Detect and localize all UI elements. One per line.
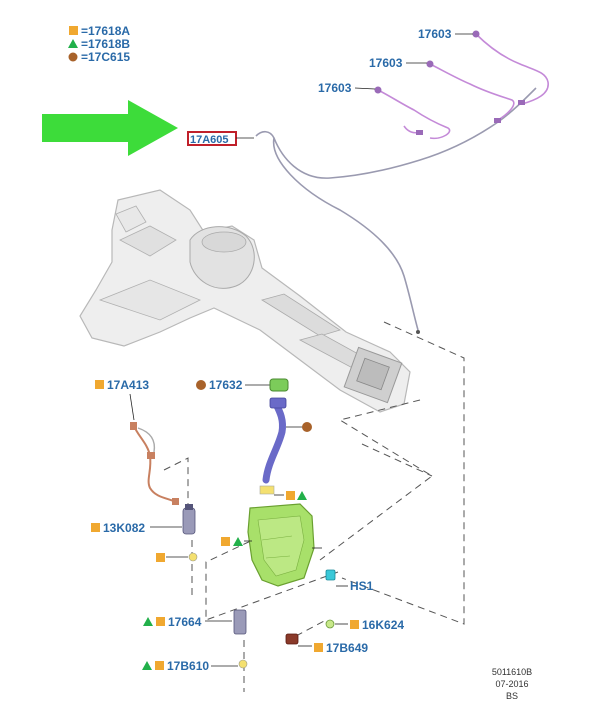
level-sensor-part xyxy=(325,569,336,581)
leader-line xyxy=(129,393,135,421)
washer-tube-harness xyxy=(255,87,537,179)
nozzle-part xyxy=(233,609,247,635)
callout-harness-top-3[interactable]: 17603 xyxy=(318,81,352,95)
legend: =17618A =17618B =17C615 xyxy=(68,24,130,64)
triangle-marker-icon xyxy=(297,491,307,500)
callout-highlighted[interactable]: 17A605 xyxy=(190,134,229,146)
footer-line-1: 5011610B xyxy=(492,667,532,677)
filler-cap-part xyxy=(269,378,289,392)
reference-line xyxy=(361,443,433,477)
clip-part xyxy=(238,659,248,669)
callout-harness-top-1[interactable]: 17603 xyxy=(418,27,452,41)
legend-label-square: =17618A xyxy=(81,24,130,38)
clamp-part xyxy=(259,485,275,495)
footer-line-3: BS xyxy=(506,691,518,701)
square-marker-icon xyxy=(156,553,165,562)
square-marker-icon xyxy=(156,617,165,626)
circle-marker-icon xyxy=(196,380,206,390)
reference-line xyxy=(341,321,465,625)
clip-icon xyxy=(130,422,137,430)
square-marker-icon xyxy=(221,537,230,546)
callout-bottom-clip[interactable]: 17B610 xyxy=(167,659,209,673)
callout-harness-top-2[interactable]: 17603 xyxy=(369,56,403,70)
reference-line xyxy=(295,619,327,637)
legend-circle-icon xyxy=(68,52,78,62)
callout-pump[interactable]: 13K082 xyxy=(103,521,145,535)
clip-icon xyxy=(172,498,179,505)
filler-neck-part xyxy=(262,400,286,484)
clip-icon xyxy=(494,118,501,123)
legend-triangle-icon xyxy=(68,39,78,48)
pump-connector xyxy=(185,504,193,510)
vehicle-body-structure xyxy=(79,189,411,413)
leader-line xyxy=(354,87,376,90)
upper-harness-group xyxy=(374,30,549,140)
washer-tube-branch xyxy=(272,137,419,331)
callout-nozzle[interactable]: 17664 xyxy=(168,615,202,629)
sensor-part xyxy=(325,619,335,629)
callout-hs1[interactable]: HS1 xyxy=(350,579,374,593)
square-marker-icon xyxy=(91,523,100,532)
triangle-marker-icon xyxy=(233,537,243,546)
clip-icon xyxy=(416,130,423,135)
circle-marker-icon xyxy=(302,422,312,432)
square-marker-icon xyxy=(155,661,164,670)
pump-part xyxy=(182,507,196,535)
callout-hose-assembly[interactable]: 17A413 xyxy=(107,378,149,392)
triangle-marker-icon xyxy=(142,661,152,670)
callout-filler-neck[interactable]: 17632 xyxy=(209,378,243,392)
reference-line xyxy=(163,457,189,512)
clip-icon xyxy=(518,100,525,105)
tube-end-dot xyxy=(416,330,420,334)
connector-icon xyxy=(426,60,434,68)
callout-sensor[interactable]: 16K624 xyxy=(362,618,404,632)
filler-neck-top xyxy=(269,397,287,409)
grommet-part xyxy=(188,552,198,562)
legend-label-circle: =17C615 xyxy=(81,50,130,64)
callout-connector[interactable]: 17B649 xyxy=(326,641,368,655)
square-marker-icon xyxy=(350,620,359,629)
connector-part xyxy=(285,633,299,645)
pointer-arrow-icon xyxy=(42,100,178,156)
legend-label-triangle: =17618B xyxy=(81,37,130,51)
square-marker-icon xyxy=(95,380,104,389)
connector-icon xyxy=(472,30,480,38)
square-marker-icon xyxy=(286,491,295,500)
triangle-marker-icon xyxy=(143,617,153,626)
hose-assembly-part xyxy=(133,425,177,503)
clip-icon xyxy=(147,452,155,459)
footer-line-2: 07-2016 xyxy=(495,679,528,689)
reference-line xyxy=(319,399,433,561)
legend-square-icon xyxy=(69,26,78,35)
connector-icon xyxy=(374,86,382,94)
square-marker-icon xyxy=(314,643,323,652)
highlight-box xyxy=(187,131,237,146)
